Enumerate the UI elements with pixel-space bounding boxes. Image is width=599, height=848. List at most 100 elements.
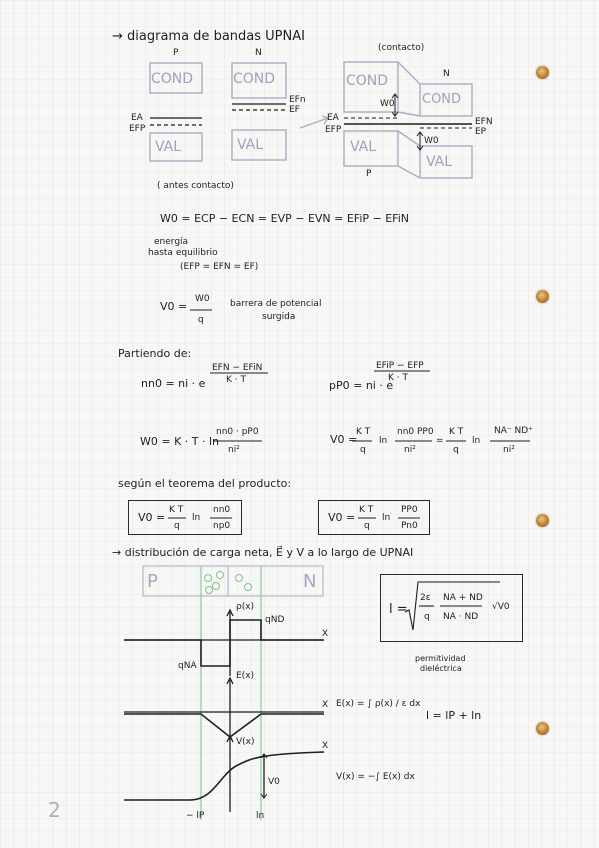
contact-cond-p: COND [346,73,389,89]
boxed-formula-1 [128,500,242,535]
ea-label: EA [131,113,143,123]
qna-label: qNA [178,661,197,671]
box2-kt: K T [359,505,374,515]
pn-bar-n: N [303,571,317,592]
v0-eq2-kt: K T [356,427,371,437]
contact-n-label: N [443,69,450,79]
v-x-label: X [322,741,329,751]
w0-label-2: W0 [424,136,439,146]
w0-note-hasta: hasta equilibrio [148,248,218,258]
cond-label-p: COND [151,71,194,87]
contact-ea: EA [327,113,339,123]
ppo-eq: pP0 = ni · e [329,379,394,392]
w0-note-ef: (EFP = EFN = EF) [180,262,259,272]
w0-ln-num: nn0 · pP0 [216,427,259,437]
partiendo-label: Partiendo de: [118,347,192,360]
lp-label: − lP [186,811,205,821]
box2-num: PP0 [401,505,418,515]
l-sqrt-v0: √V0 [492,602,510,612]
v0-eq2-den: ni² [404,445,416,455]
v-formula: V(x) = −∫ E(x) dx [336,772,415,782]
ppo-exp-num: EFiP − EFP [376,361,424,371]
qnd-label: qND [265,615,285,625]
contact-p-label: P [366,169,372,179]
v0-eq2-q: q [360,445,366,455]
l-eq: l = [389,602,408,617]
v-label: V(x) [236,737,255,747]
w0-equation: W0 = ECP − ECN = EVP − EVN = EFiP − EFiN [160,212,409,225]
binder-hole-2 [536,290,549,303]
v0-eq2-num: nn0 PP0 [397,427,434,437]
w0-label-1: W0 [380,99,395,109]
v0-note-2: surgida [262,312,296,322]
l-nand-prod: NA · ND [443,612,479,622]
nno-eq: nn0 = ni · e [141,377,206,390]
v0-eq2-ni2: ni² [503,445,515,455]
rho-x-label: X [322,629,329,639]
contact-efn: EFN [475,117,493,127]
val-label-n: VAL [237,137,264,153]
cond-label-n: COND [233,71,276,87]
box1-num: nn0 [213,505,231,515]
box2-v0: V0 = [328,511,356,524]
ln-label: ln [256,811,265,821]
efp-label: EFP [129,124,146,134]
e-x-label: X [322,700,329,710]
v0-num: W0 [195,294,210,304]
binder-hole-1 [536,66,549,79]
perm-label-1: permitividad [415,654,466,663]
distribution-title: → distribución de carga neta, E⃗ y V a l… [112,546,414,559]
band-n-label: N [255,48,262,58]
perm-label-2: dieléctrica [420,664,462,673]
efn-label: EFn [289,95,306,105]
box1-den: np0 [213,521,231,531]
v0-eq2-q2: q [453,445,459,455]
ef-label: EF [289,105,300,115]
l-nand-sum: NA + ND [443,593,483,603]
section-title: → diagrama de bandas UPNAI [112,29,305,44]
binder-hole-4 [536,722,549,735]
v0-eq2-lhs: V0 = [330,433,358,446]
l-q: q [424,612,430,622]
contact-efp: EFP [325,125,342,135]
v0-lhs: V0 = [160,300,188,313]
contact-val-n: VAL [426,154,453,170]
nno-exp-num: EFN − EFiN [212,363,263,373]
antes-contacto: ( antes contacto) [157,181,234,191]
teorema-label: según el teorema del producto: [118,477,292,490]
box1-kt: K T [169,505,184,515]
w0-ln-lhs: W0 = K · T · ln [140,435,220,448]
l-sum: l = lP + ln [426,709,482,722]
val-label-p: VAL [155,139,182,155]
w0-ln-den: ni² [228,445,240,455]
boxed-formula-2 [318,500,430,535]
v0-eq2-ln2: ln [472,436,481,446]
v0-eq2-nand: NA⁻ ND⁺ [494,426,533,436]
pn-bar-p: P [147,571,158,592]
e-label: E(x) [236,671,255,681]
rho-label: ρ(x) [236,602,255,612]
box1-ln: ln [192,513,201,523]
v0-eq2-kt2: K T [449,427,464,437]
v0-den: q [198,315,204,325]
box2-den: Pn0 [401,521,418,531]
box1-v0: V0 = [138,511,166,524]
w0-note-energia: energía [154,237,189,247]
box2-ln: ln [382,513,391,523]
e-formula: E(x) = ∫ ρ(x) / ε dx [336,699,421,709]
binder-hole-3 [536,514,549,527]
contact-ep: EP [475,127,487,137]
v0-small-label: V0 [268,777,280,787]
ppo-exp-den: K · T [388,373,408,383]
band-p-label: P [173,48,179,58]
box2-q: q [364,521,370,531]
l-2e: 2ε [420,593,431,603]
contact-cond-n: COND [422,92,462,107]
box1-q: q [174,521,180,531]
